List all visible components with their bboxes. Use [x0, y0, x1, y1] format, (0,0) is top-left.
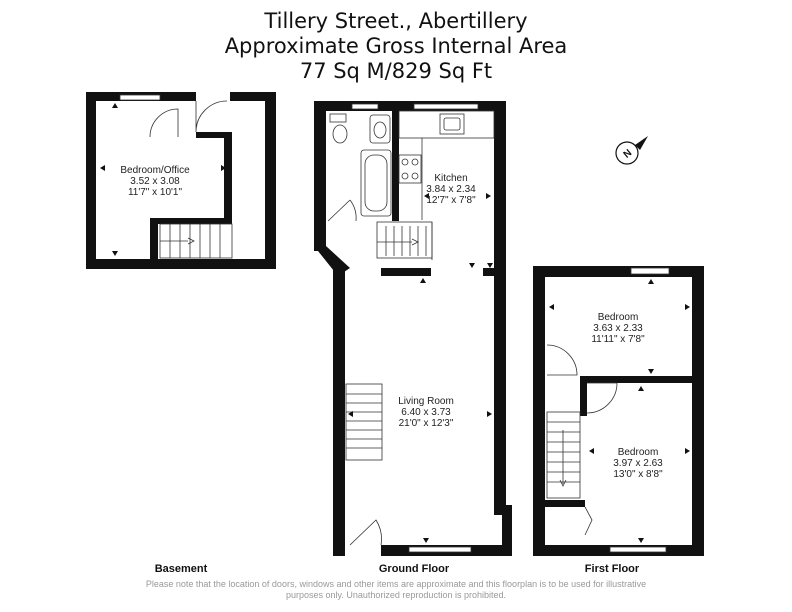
- first-dimension-arrows: [549, 279, 690, 543]
- bedroom-2-imperial: 13'0" x 8'8": [613, 469, 663, 480]
- first-door-swing-1: [546, 344, 578, 376]
- bathroom-fixtures: [329, 113, 392, 217]
- compass-icon: N: [615, 136, 648, 165]
- floor-label-first: First Floor: [585, 563, 640, 575]
- title-line-3: 77 Sq M/829 Sq Ft: [299, 59, 493, 83]
- first-wall-top: [533, 266, 704, 277]
- basement-window: [119, 94, 161, 101]
- floor-label-basement: Basement: [155, 563, 208, 575]
- ground-stairs-upper: [376, 221, 433, 259]
- basement-wall-left: [86, 92, 96, 269]
- bedroom-2-name: Bedroom: [618, 447, 659, 458]
- floor-label-ground: Ground Floor: [379, 563, 450, 575]
- basement-stair-wall-top: [150, 218, 232, 224]
- front-doorway: [345, 545, 381, 556]
- ground-wall-right: [494, 101, 506, 509]
- first-partition: [580, 376, 694, 383]
- first-landing-wall: [545, 500, 585, 507]
- basement-inner-wall-top: [196, 132, 232, 138]
- bedroom-office-imperial: 11'7" x 10'1": [128, 187, 183, 198]
- bathroom-door-swing: [327, 199, 357, 222]
- ground-wall-right-bottom: [502, 505, 512, 556]
- basement-door-swing: [195, 100, 228, 133]
- bedroom-1-metric: 3.63 x 2.33: [593, 323, 643, 334]
- ground-window-bath: [351, 103, 379, 110]
- basement-wall-right: [265, 92, 276, 269]
- ground-stairs-lower: [345, 383, 383, 461]
- first-window-bottom: [609, 546, 667, 553]
- kitchen-imperial: 12'7" x 7'8": [426, 195, 476, 206]
- disclaimer: Please note that the location of doors, …: [100, 579, 692, 601]
- ground-wall-top: [314, 101, 506, 111]
- ground-partition-right: [483, 268, 497, 276]
- basement-stair-wall-left: [150, 218, 158, 260]
- living-room-imperial: 21'0" x 12'3": [399, 418, 454, 429]
- basement-plan: Bedroom/Office 3.52 x 3.08 11'7" x 10'1": [86, 92, 276, 269]
- first-wall-left: [533, 266, 545, 556]
- ground-partition-left: [381, 268, 431, 276]
- basement-wall-bottom: [86, 259, 276, 269]
- kitchen-fixtures: [398, 110, 495, 220]
- basement-inner-wall: [224, 137, 232, 224]
- bathroom-wall: [392, 111, 399, 221]
- first-window-top: [630, 267, 670, 275]
- disclaimer-line-1: Please note that the location of doors, …: [145, 579, 647, 589]
- kitchen-name: Kitchen: [434, 173, 467, 184]
- bedroom-office-metric: 3.52 x 3.08: [130, 176, 180, 187]
- bedroom-office-name: Bedroom/Office: [120, 165, 190, 176]
- basement-dimension-arrows: [100, 103, 226, 256]
- first-door-swing-2: [586, 382, 618, 414]
- ground-wall-left-lower: [333, 268, 345, 556]
- ground-wall-left-upper: [314, 101, 326, 251]
- title-line-1: Tillery Street., Abertillery: [264, 9, 528, 33]
- basement-door-swing-2: [149, 108, 179, 138]
- ground-window-kitchen: [413, 103, 479, 110]
- first-floor-plan: Bedroom 3.63 x 2.33 11'11" x 7'8" Bedroo…: [533, 266, 704, 556]
- first-wall-right: [692, 266, 704, 556]
- title-line-2: Approximate Gross Internal Area: [224, 34, 568, 58]
- front-door-swing: [349, 519, 382, 546]
- first-stairs: [546, 411, 581, 499]
- basement-wall-top: [86, 92, 276, 101]
- basement-doorway: [196, 92, 230, 101]
- ground-window-living: [408, 546, 472, 553]
- ground-dimension-arrows: [348, 193, 493, 543]
- bedroom-1-imperial: 11'11" x 7'8": [591, 334, 645, 345]
- ground-floor-plan: Kitchen 3.84 x 2.34 12'7" x 7'8" Living …: [314, 101, 512, 556]
- bedroom-1-name: Bedroom: [598, 312, 639, 323]
- bedroom-2-metric: 3.97 x 2.63: [613, 458, 663, 469]
- living-room-name: Living Room: [398, 396, 454, 407]
- basement-stairs: [159, 223, 233, 259]
- kitchen-metric: 3.84 x 2.34: [426, 184, 476, 195]
- first-wardrobe-doors: [584, 506, 593, 536]
- first-partition-stub: [580, 376, 587, 416]
- disclaimer-line-2: purposes only. Unauthorized reproduction…: [286, 590, 506, 600]
- living-room-metric: 6.40 x 3.73: [401, 407, 451, 418]
